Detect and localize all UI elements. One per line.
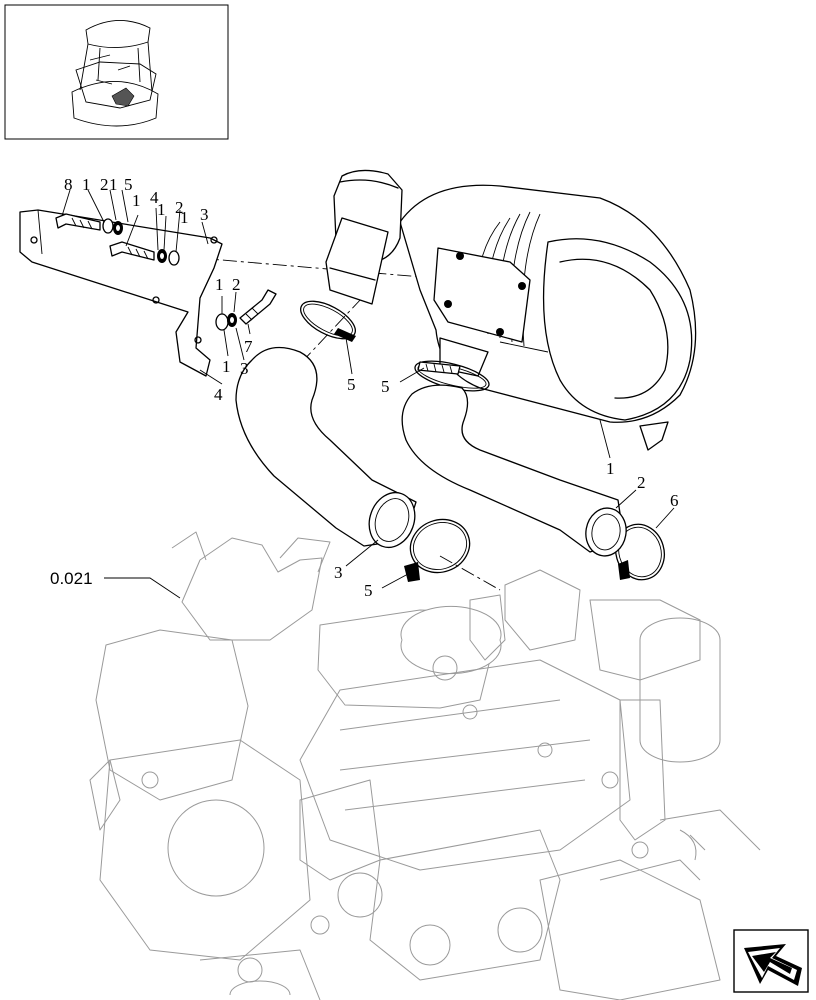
callout-5: 5 [381,377,390,396]
callout-2: 2 [100,175,109,194]
callout-5: 5 [347,375,356,394]
callout-1: 1 [222,357,231,376]
engine-assembly-background [89,531,761,1000]
callout-1: 1 [157,200,166,219]
callout-6: 6 [670,491,679,510]
callout-3: 3 [240,359,249,378]
reference-leader-line [104,577,181,599]
alignment-line [439,555,501,591]
callout-2: 2 [232,275,241,294]
callout-numbers: 8 1 2 1 5 1 4 1 2 1 3 1 2 7 1 3 4 5 5 1 … [64,175,679,600]
callout-4: 4 [214,385,223,404]
callout-1: 1 [109,175,118,194]
hose-clamp-upper-right [414,360,490,392]
reference-label: 0.021 [50,569,93,588]
callout-2: 2 [175,198,184,217]
mounting-bracket [19,209,223,377]
hose-clamp-lower-right [615,523,665,581]
callout-3: 3 [200,205,209,224]
machine-thumbnail-icon[interactable] [4,4,229,140]
alignment-line [299,297,363,365]
callout-1: 1 [132,191,141,210]
leader-lines [61,189,675,589]
callout-7: 7 [244,337,253,356]
callout-1: 1 [180,208,189,227]
callout-4: 4 [150,188,159,207]
callout-1: 1 [215,275,224,294]
callout-8: 8 [64,175,73,194]
hose-clamp-upper-left [300,300,356,342]
callout-3: 3 [334,563,343,582]
callout-2: 2 [637,473,646,492]
callout-1: 1 [82,175,91,194]
intake-hose-right [401,384,627,557]
intake-hose-left [235,346,417,549]
next-page-arrow-icon[interactable] [733,929,809,993]
fastener-set [55,213,277,331]
air-filter-housing [325,169,697,451]
callout-1: 1 [606,459,615,478]
callout-5: 5 [124,175,133,194]
hose-clamp-lower-left [404,518,471,582]
callout-5: 5 [364,581,373,600]
